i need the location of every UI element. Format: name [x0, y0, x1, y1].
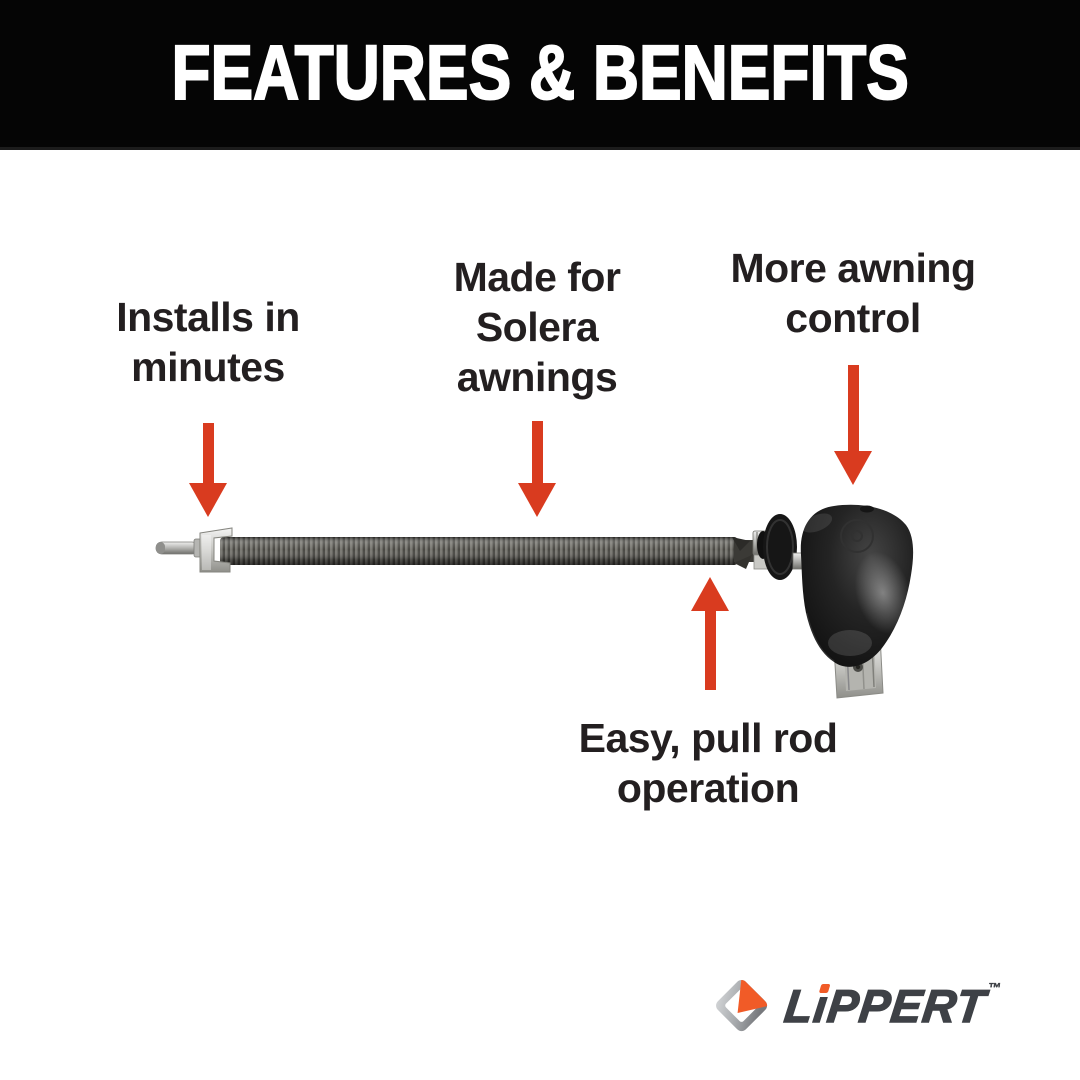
up-arrow-icon — [691, 577, 729, 690]
arrow-shaft — [531, 421, 543, 483]
end-pin — [155, 538, 203, 558]
callout-installs-line2: minutes — [131, 344, 285, 390]
spring-rod — [220, 537, 738, 565]
callout-installs: Installs in minutes — [116, 292, 300, 392]
arrow-shaft — [202, 423, 214, 483]
callout-made-for-line2: Solera — [475, 304, 599, 350]
callout-installs-line1: Installs in — [116, 294, 300, 340]
arrow-shaft — [847, 365, 859, 451]
motor-head — [800, 504, 914, 667]
down-arrow-icon — [189, 423, 227, 517]
callout-control-line1: More awning — [730, 245, 976, 291]
callout-made-for: Made for Solera awnings — [454, 252, 621, 402]
wordmark-ppert: PPERT — [824, 979, 989, 1032]
awning-pull-rod-image — [155, 504, 914, 699]
callout-operation: Easy, pull rod operation — [579, 713, 838, 813]
callout-control: More awning control — [730, 243, 976, 343]
callout-made-for-line3: awnings — [456, 354, 618, 400]
banner: FEATURES & BENEFITS — [0, 0, 1080, 150]
banner-title: FEATURES & BENEFITS — [170, 29, 909, 117]
arrow-head — [189, 483, 227, 517]
down-arrow-icon — [518, 421, 556, 517]
callout-operation-line2: operation — [616, 765, 800, 811]
callout-operation-line1: Easy, pull rod — [578, 715, 838, 761]
callout-made-for-line1: Made for — [453, 254, 621, 300]
arrow-head — [518, 483, 556, 517]
mounting-clip — [199, 527, 233, 573]
arrow-head — [691, 577, 729, 611]
lippert-mark-icon — [716, 977, 770, 1032]
drive-pulley — [763, 514, 805, 580]
trademark-symbol: ™ — [986, 980, 1002, 995]
arrow-head — [834, 451, 872, 485]
arrow-shaft — [704, 611, 716, 690]
callout-control-line2: control — [785, 295, 921, 341]
down-arrow-icon — [834, 365, 872, 485]
